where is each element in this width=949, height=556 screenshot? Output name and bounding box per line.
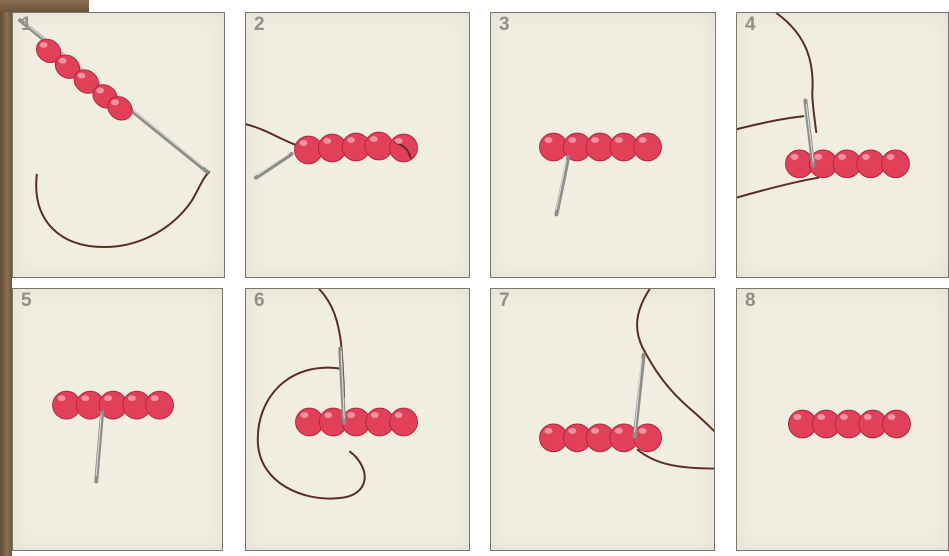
step-panel-3: 3 <box>490 12 716 278</box>
step-5-illustration <box>52 390 174 484</box>
top-left-frame-corner <box>0 0 89 12</box>
step-7-illustration <box>539 289 714 470</box>
step-panel-5: 5 <box>12 288 223 551</box>
step-panel-7: 7 <box>490 288 715 551</box>
step-panel-6: 6 <box>245 288 470 551</box>
step-panel-1: 1 <box>12 12 225 278</box>
step-2-illustration <box>246 123 418 180</box>
step-1-illustration <box>17 18 211 249</box>
step-panel-8: 8 <box>736 288 949 551</box>
step-panel-2: 2 <box>245 12 470 278</box>
step-3-illustration <box>539 132 662 217</box>
step-4-illustration <box>737 13 910 199</box>
step-8-illustration <box>788 409 911 439</box>
step-6-illustration <box>256 289 418 500</box>
step-panel-4: 4 <box>736 12 949 278</box>
left-frame-strip <box>0 0 12 556</box>
